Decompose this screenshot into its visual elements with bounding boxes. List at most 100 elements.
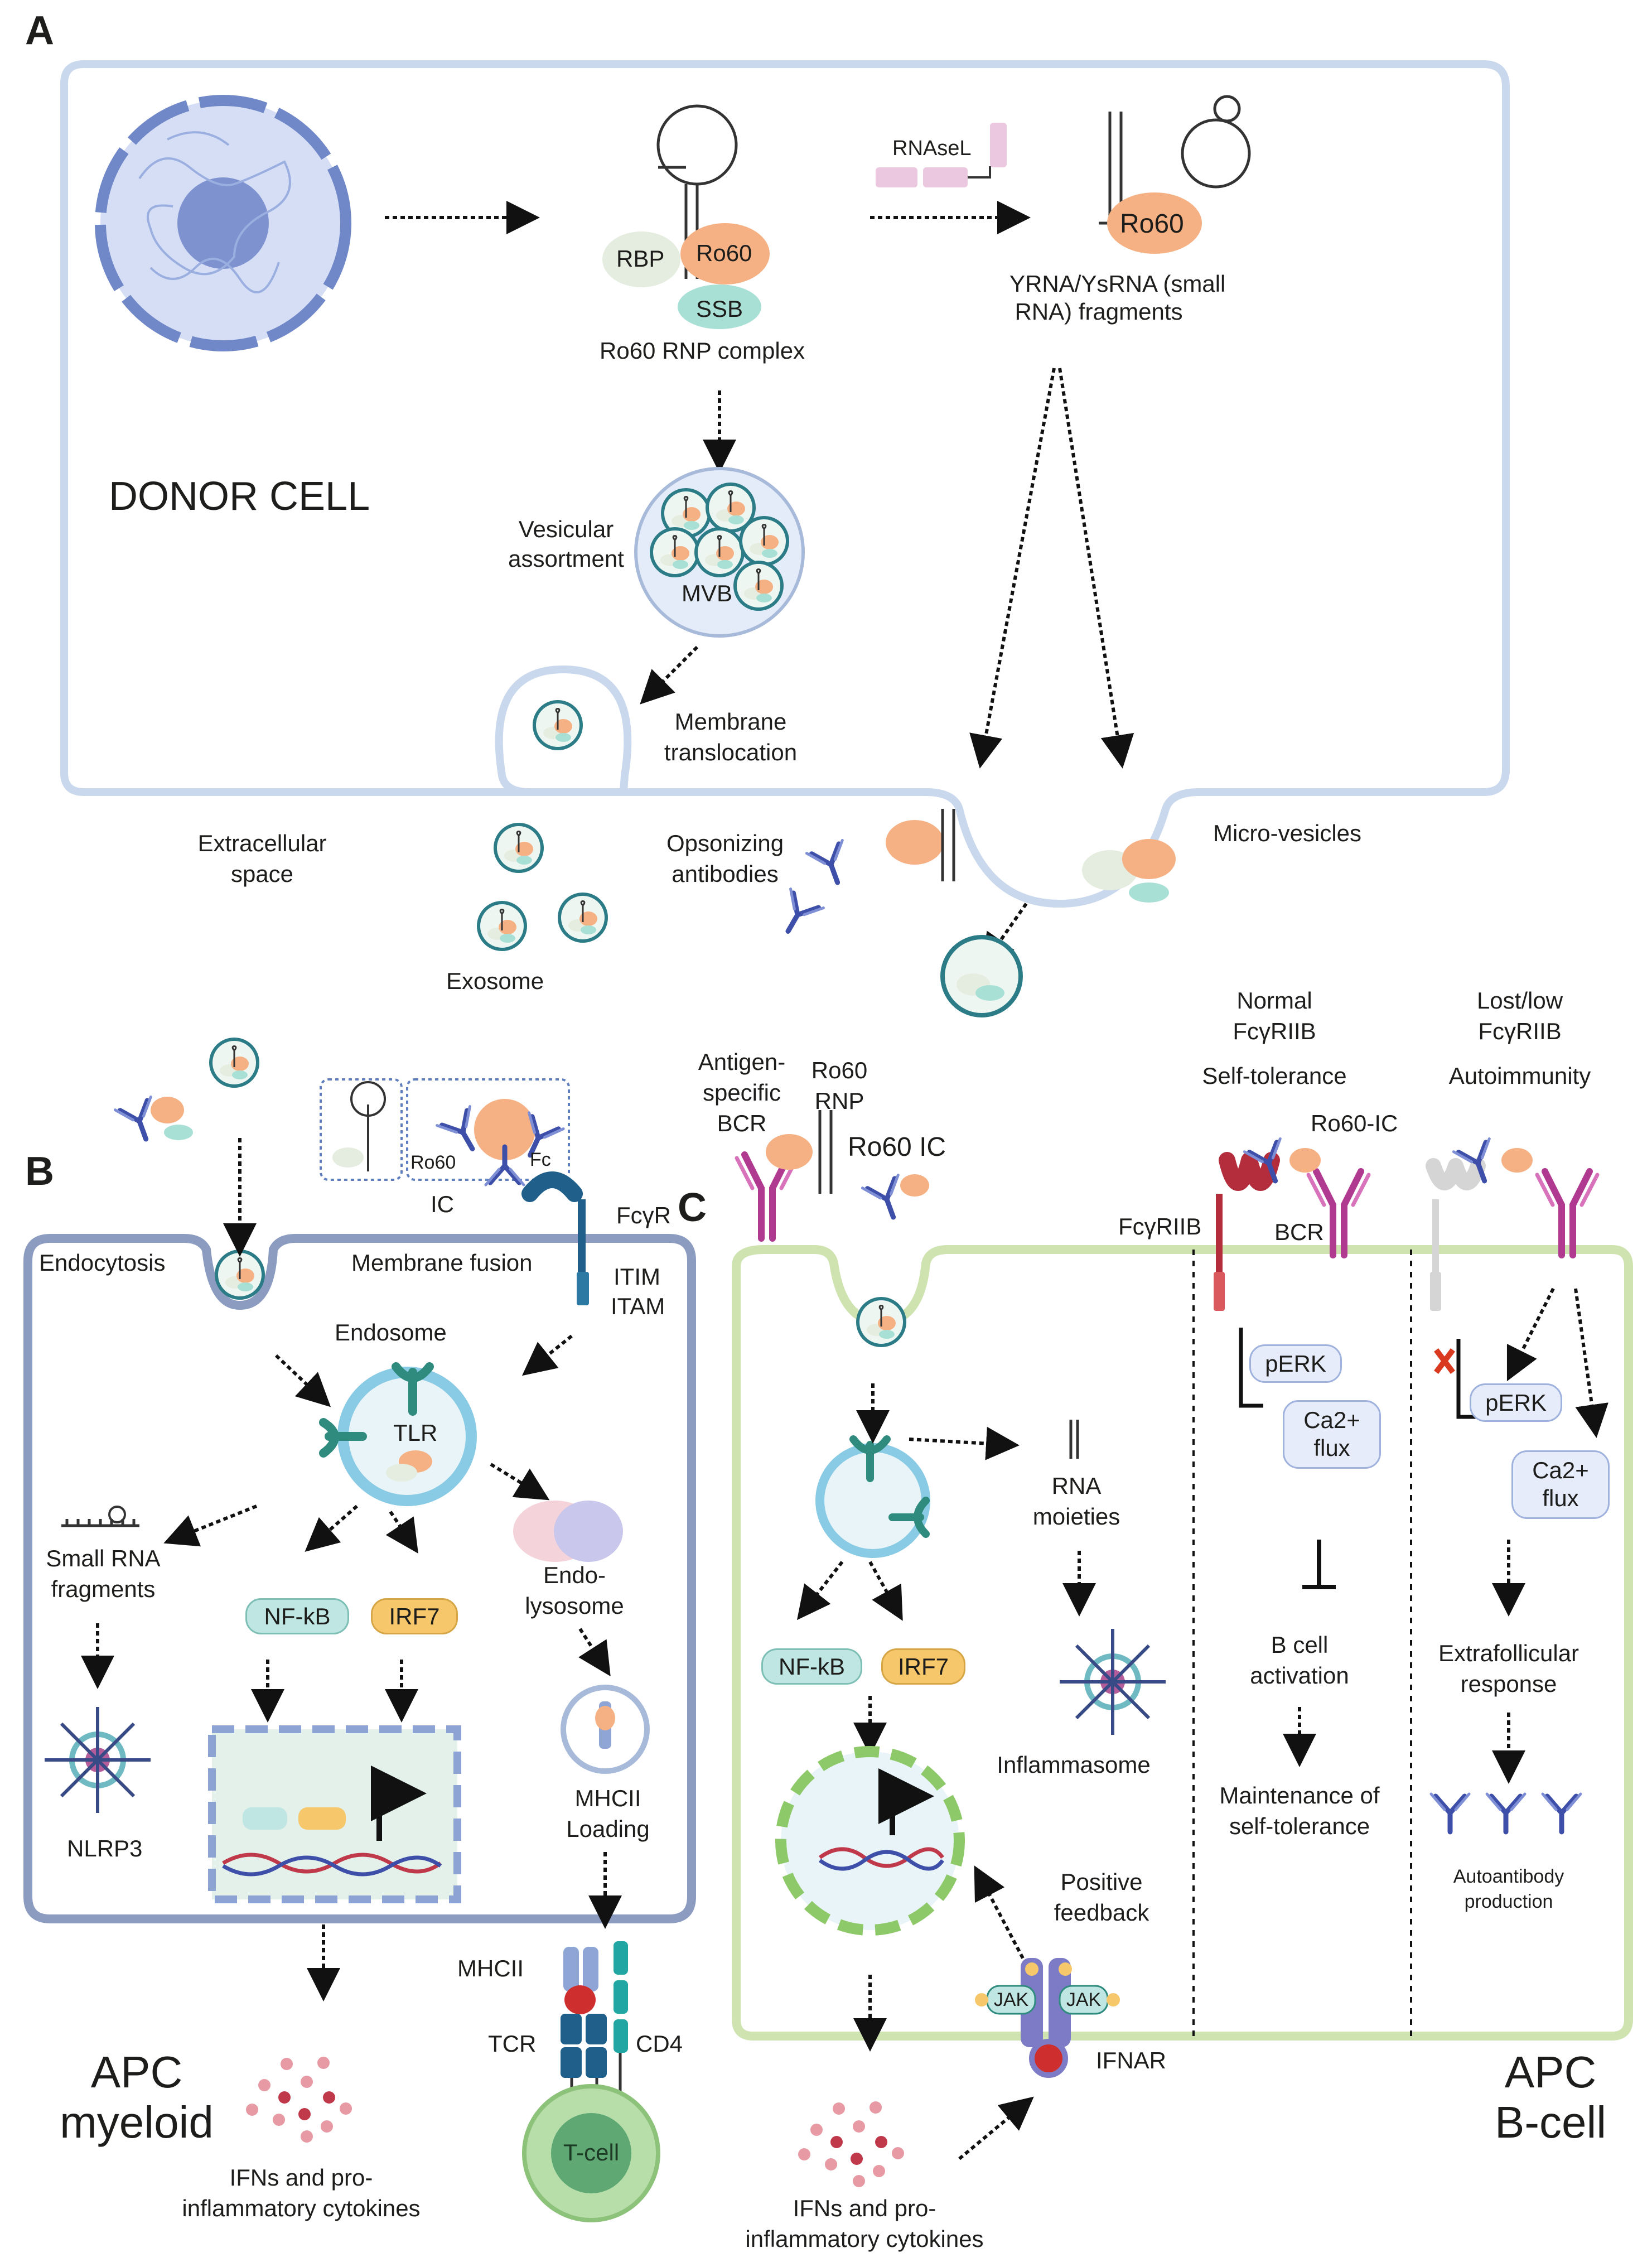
cytokines-c-label-1: IFNs and pro-: [793, 2195, 936, 2221]
ca2-label: Ca2+: [1532, 1457, 1589, 1483]
apc-bcell-label-2: B-cell: [1494, 2097, 1607, 2147]
exosome-label: Exosome: [446, 968, 544, 994]
rnaseL-label: RNAseL: [892, 137, 972, 160]
nfkb-badge: NF-kB: [245, 1598, 349, 1635]
arrow-fragments-mv-1: [969, 368, 1056, 769]
normal-fcgriib-label-2: FcγRIIB: [1233, 1018, 1316, 1044]
cytokines-b-label-2: inflammatory cytokines: [182, 2195, 421, 2221]
arrow-mvb-exosome: [640, 645, 699, 705]
perk2-badge: pERK: [1470, 1383, 1562, 1422]
fragments-ro60-label: Ro60: [1120, 209, 1184, 239]
ca-flux-badge: Ca2+flux: [1283, 1400, 1381, 1469]
extracellular-label-1: Extracellular: [197, 830, 327, 856]
donor-cell-membrane: [60, 60, 1510, 908]
jak2-label: JAK: [1066, 1989, 1102, 2010]
apc-myeloid-label-2: myeloid: [60, 2097, 214, 2147]
apc-bcell-label-1: APC: [1504, 2047, 1597, 2097]
endocytosis-label: Endocytosis: [39, 1250, 166, 1276]
bcr-receptor-label: BCR: [1274, 1219, 1324, 1245]
nfkb-c-badge: NF-kB: [761, 1648, 862, 1685]
panel-letter-c: C: [678, 1185, 707, 1230]
positive-feedback-label-1: Positive: [1060, 1869, 1143, 1895]
apc-myeloid-label-1: APC: [90, 2047, 183, 2097]
membrane-fusion-label: Membrane fusion: [351, 1250, 533, 1276]
positive-feedback-label-2: feedback: [1054, 1899, 1149, 1926]
rna-moieties-label-2: moieties: [1032, 1503, 1120, 1530]
fragments-label-1: YRNA/YsRNA (small: [1009, 271, 1226, 297]
bcr-label-3: BCR: [717, 1110, 767, 1136]
irf7-badge: IRF7: [371, 1598, 458, 1635]
endolysosome-label-2: lysosome: [525, 1593, 624, 1619]
panel-letter-b: B: [25, 1149, 54, 1194]
ro60-ic-graphic-label: Ro60-IC: [1311, 1110, 1398, 1136]
lost-fcgriib-label-2: FcγRIIB: [1478, 1018, 1562, 1044]
cd4-label: CD4: [636, 2030, 683, 2057]
autoimmunity-label: Autoimmunity: [1448, 1063, 1591, 1089]
tcell-label: T-cell: [563, 2139, 620, 2165]
inflammasome-graphic: [1060, 1629, 1166, 1735]
flux-label: flux: [1313, 1435, 1350, 1462]
mhcii-loading-label-1: MHCII: [574, 1785, 641, 1811]
vesicular-label-2: assortment: [508, 546, 624, 572]
bcr-label-1: Antigen-: [698, 1049, 786, 1075]
fcgriib-label: FcγRIIB: [1118, 1213, 1202, 1239]
rnp-complex-label: Ro60 RNP complex: [600, 337, 805, 364]
apc-myeloid-membrane: [23, 1234, 696, 1923]
ca-flux2-badge: Ca2+flux: [1511, 1450, 1610, 1519]
mvb-graphic: [634, 467, 805, 638]
autoantibody-label-1: Autoantibody: [1453, 1866, 1564, 1887]
rnaseL-graphic: [876, 123, 1007, 187]
rna-moieties-label-1: RNA: [1051, 1473, 1102, 1499]
maintenance-label-2: self-tolerance: [1229, 1813, 1370, 1839]
bcell-activation-label-2: activation: [1250, 1662, 1349, 1689]
self-tolerance-label: Self-tolerance: [1202, 1063, 1347, 1089]
microvesicles-label: Micro-vesicles: [1213, 820, 1362, 846]
rnp-complex-graphic: [602, 104, 770, 329]
fcgr-label: FcγR: [616, 1202, 671, 1228]
rnp-label-2: RNP: [814, 1088, 864, 1114]
bcell-activation-label-1: B cell: [1271, 1632, 1329, 1658]
lost-fcgriib-label-1: Lost/low: [1476, 987, 1563, 1014]
apc-bcell-membrane: [732, 1245, 1633, 2041]
small-rna-label-1: Small RNA: [46, 1545, 161, 1571]
mhcii-loading-label-2: Loading: [566, 1816, 650, 1842]
tlr-label: TLR: [393, 1420, 438, 1446]
nlrp3-graphic: [45, 1707, 151, 1813]
yrna-fragments-graphic: [1099, 95, 1251, 254]
jak1-label: JAK: [993, 1989, 1029, 2010]
small-rna-label-2: fragments: [51, 1576, 156, 1602]
tcr-label: TCR: [488, 2030, 537, 2057]
ca-label: Ca2+: [1303, 1407, 1360, 1433]
extracellular-label-2: space: [230, 861, 294, 887]
membrane-label-2: translocation: [664, 739, 798, 765]
ssb-label: SSB: [696, 296, 743, 322]
ro60-label: Ro60: [696, 240, 752, 266]
cytokines-b-label-1: IFNs and pro-: [229, 2164, 373, 2191]
mhcii-label: MHCII: [457, 1955, 524, 1981]
arrow-fragments-mv-2: [1058, 368, 1134, 769]
nlrp3-label: NLRP3: [67, 1835, 143, 1861]
opsonizing-label-1: Opsonizing: [666, 830, 784, 856]
autoantibody-label-2: production: [1464, 1891, 1553, 1912]
mvb-label: MVB: [682, 580, 733, 606]
itim-label: ITIM: [614, 1263, 660, 1290]
opsonizing-label-2: antibodies: [672, 861, 779, 887]
endolysosome-label-1: Endo-: [543, 1562, 606, 1588]
donor-cell-title: DONOR CELL: [109, 474, 370, 519]
ro60-ic-label: Ro60 IC: [848, 1132, 946, 1162]
nucleus: [95, 95, 351, 351]
ic-label: IC: [431, 1191, 454, 1217]
membrane-label-1: Membrane: [674, 708, 787, 735]
extrafollicular-label-1: Extrafollicular: [1438, 1640, 1579, 1666]
normal-fcgriib-label-1: Normal: [1236, 987, 1312, 1014]
irf7-c-badge: IRF7: [881, 1648, 965, 1685]
perk-badge: pERK: [1249, 1344, 1342, 1383]
cytokines-c-label-2: inflammatory cytokines: [745, 2226, 984, 2252]
inflammasome-label: Inflammasome: [997, 1752, 1151, 1778]
rbp-label: RBP: [616, 245, 665, 272]
fragments-label-2: RNA) fragments: [1015, 298, 1183, 325]
ifnar-label: IFNAR: [1096, 2047, 1166, 2073]
extrafollicular-label-2: response: [1460, 1671, 1557, 1697]
